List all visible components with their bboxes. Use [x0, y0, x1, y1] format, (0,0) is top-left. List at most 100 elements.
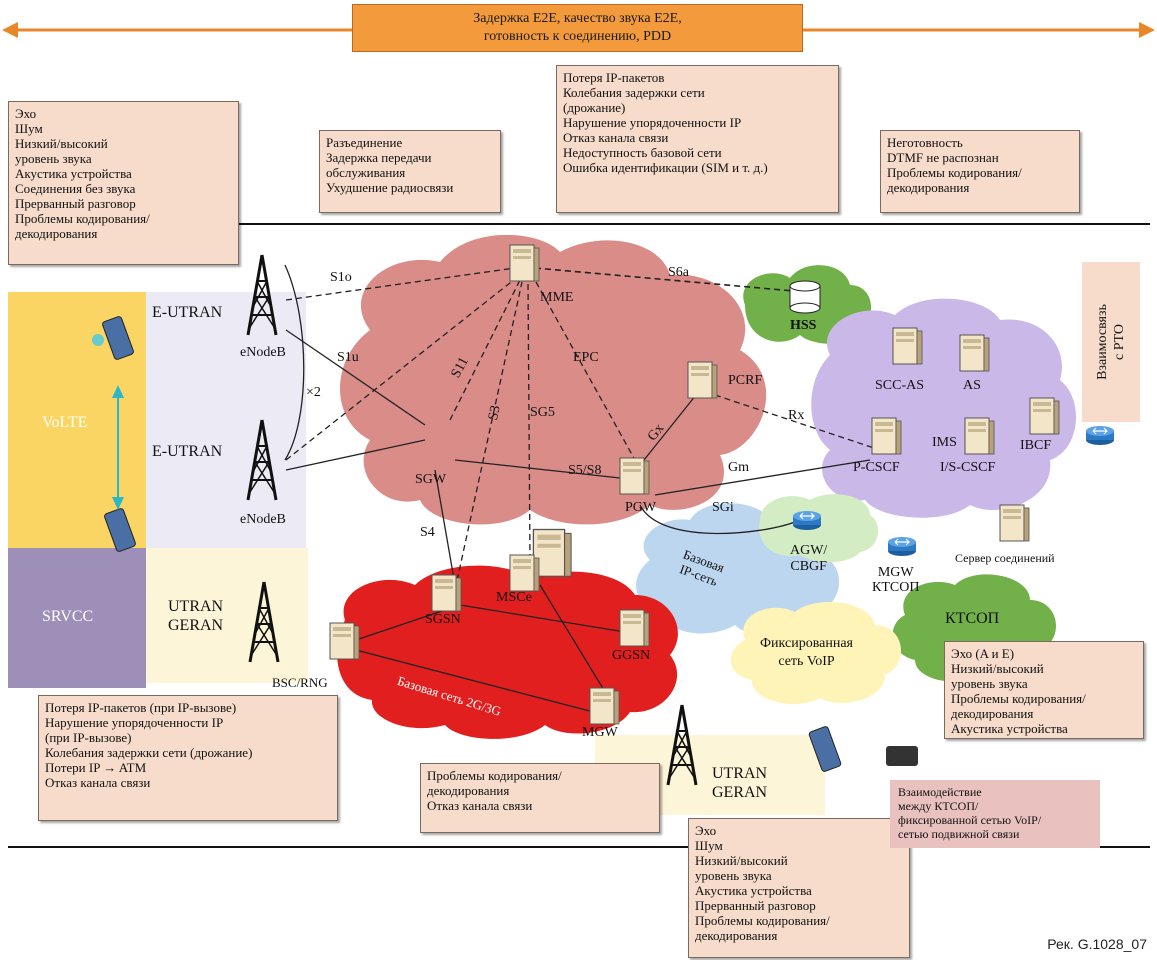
- hss-label: HSS: [790, 318, 817, 333]
- pto-zone: Взаимосвязь с PTO: [1082, 262, 1140, 422]
- impairment-line: декодирования: [887, 180, 970, 195]
- scc-as-server: [892, 327, 923, 365]
- impairment-line: Недоступность базовой сети: [563, 145, 722, 160]
- pto-router: [1085, 425, 1115, 446]
- enodeb2-label: eNodeB: [240, 512, 286, 527]
- bsc-label: BSC/RNG: [272, 675, 328, 690]
- e2e-banner: Задержка E2E, качество звука E2E, готовн…: [352, 4, 803, 52]
- impairment-line: уровень звука: [15, 151, 92, 166]
- ims-cloud: [811, 298, 1077, 518]
- mme-label: MME: [540, 290, 574, 305]
- impairment-line: Шум: [15, 121, 43, 136]
- core-2g3g-impairments-box: Потеря IP-пакетов (при IP-вызове)Нарушен…: [38, 695, 338, 821]
- pgw-server: [619, 457, 650, 495]
- utran-geran-left-label: UTRAN GERAN: [168, 598, 224, 634]
- enodeb1-tower: [246, 253, 278, 337]
- impairment-line: Акустика устройства: [15, 166, 132, 181]
- impairment-line: Проблемы кодирования/: [427, 768, 562, 783]
- impairment-line: Соединения без звука: [15, 181, 136, 196]
- s4-label: S4: [420, 525, 435, 540]
- sgsn-server: [431, 574, 462, 612]
- eutran1-label: E-UTRAN: [152, 304, 223, 321]
- impairment-line: Акустика устройства: [951, 721, 1068, 736]
- pgw-label: PGW: [625, 500, 657, 515]
- rx-label: Rx: [788, 408, 805, 423]
- impairment-line: Проблемы кодирования/: [951, 691, 1086, 706]
- mme-server: [509, 244, 540, 282]
- fixed-voip-cloud: [730, 602, 902, 705]
- p-cscf-server: [871, 417, 902, 455]
- sgw-label: SGW: [415, 472, 447, 487]
- impairment-line: Потери IP → ATM: [45, 760, 147, 775]
- pcrf-label: PCRF: [728, 373, 763, 388]
- impairment-line: Потеря IP-пакетов: [563, 70, 665, 85]
- impairment-line: Нарушение упорядоченности IP: [563, 115, 742, 130]
- impairment-line: Ухудшение радиосвязи: [326, 180, 454, 195]
- msce-server: [509, 554, 540, 592]
- fixed-voip-label: Фиксированная сеть VoIP: [760, 636, 853, 669]
- eutran-zone: [146, 292, 306, 548]
- pcrf-server: [687, 361, 718, 399]
- ggsn-label: GGSN: [612, 648, 651, 663]
- ggsn-server: [619, 609, 650, 647]
- s1u-label: S1u: [337, 350, 359, 365]
- impairment-line: Шум: [695, 838, 723, 853]
- impairment-line: Потеря IP-пакетов (при IP-вызове): [45, 700, 237, 715]
- x2-label: ×2: [306, 385, 321, 400]
- hss-database: [789, 280, 821, 314]
- impairment-line: DTMF не распознан: [887, 150, 999, 165]
- scc-as-label: SCC-AS: [875, 378, 925, 393]
- agw-label: AGW/ CBGF: [790, 543, 828, 574]
- impairment-line: Низкий/высокий: [15, 136, 108, 151]
- impairment-line: (при IP-вызове): [45, 730, 132, 745]
- impairment-line: Ошибка идентификации (SIM и т. д.): [563, 160, 768, 175]
- figure-caption: Рек. G.1028_07: [1047, 936, 1147, 952]
- i-s-cscf-label: I/S-CSCF: [940, 460, 996, 475]
- impairment-line: декодирования: [15, 226, 98, 241]
- utran-geran-left-zone: [146, 548, 308, 683]
- p-cscf-label: P-CSCF: [853, 460, 900, 475]
- impairment-line: Колебания задержки сети (дрожание): [45, 745, 253, 760]
- sgsn-label: SGSN: [425, 612, 461, 627]
- impairment-line: уровень звука: [951, 676, 1028, 691]
- epc-cloud: [340, 234, 767, 525]
- mgw-server: [589, 687, 620, 725]
- impairment-line: декодирования: [695, 928, 778, 943]
- interworking-box: Взаимодействие между КТСОП/ фиксированно…: [890, 780, 1100, 848]
- enodeb1-label: eNodeB: [240, 345, 286, 360]
- sgi-label: SGi: [712, 500, 734, 515]
- impairment-line: уровень звука: [695, 868, 772, 883]
- impairment-line: Низкий/высокий: [695, 853, 788, 868]
- s3-label: S3: [486, 404, 504, 422]
- impairment-line: Отказ канала связи: [427, 798, 533, 813]
- ims-server: [964, 417, 995, 455]
- impairment-line: (дрожание): [563, 100, 626, 115]
- impairment-line: Колебания задержки сети: [563, 85, 705, 100]
- mgw-pstn-label: MGW КТСОП: [872, 565, 920, 595]
- impairment-line: Проблемы кодирования/: [695, 913, 830, 928]
- impairment-line: Прерванный разговор: [15, 196, 136, 211]
- e2e-line2: готовность к соединению, PDD: [483, 29, 672, 44]
- agw-router: [792, 510, 822, 531]
- volte-phone-bottom: [104, 508, 136, 552]
- interworking-text: Взаимодействие между КТСОП/ фиксированно…: [898, 785, 1042, 841]
- gm-label: Gm: [728, 460, 749, 475]
- impairment-line: Акустика устройства: [695, 883, 812, 898]
- impairment-line: Отказ канала связи: [563, 130, 669, 145]
- s5s8-label: S5/S8: [568, 463, 602, 478]
- conn-server: [999, 504, 1030, 542]
- impairment-line: Прерванный разговор: [695, 898, 816, 913]
- impairment-line: Проблемы кодирования/: [15, 211, 150, 226]
- utran-geran-bottom-label: UTRAN GERAN: [712, 765, 768, 801]
- as-label: AS: [963, 378, 981, 393]
- s6a-label: S6a: [668, 265, 689, 280]
- impairment-line: обслуживания: [326, 165, 406, 180]
- pstn-label: КТСОП: [945, 610, 1000, 627]
- impairment-line: Эхо: [15, 106, 37, 121]
- epc-label: EPC: [573, 350, 599, 365]
